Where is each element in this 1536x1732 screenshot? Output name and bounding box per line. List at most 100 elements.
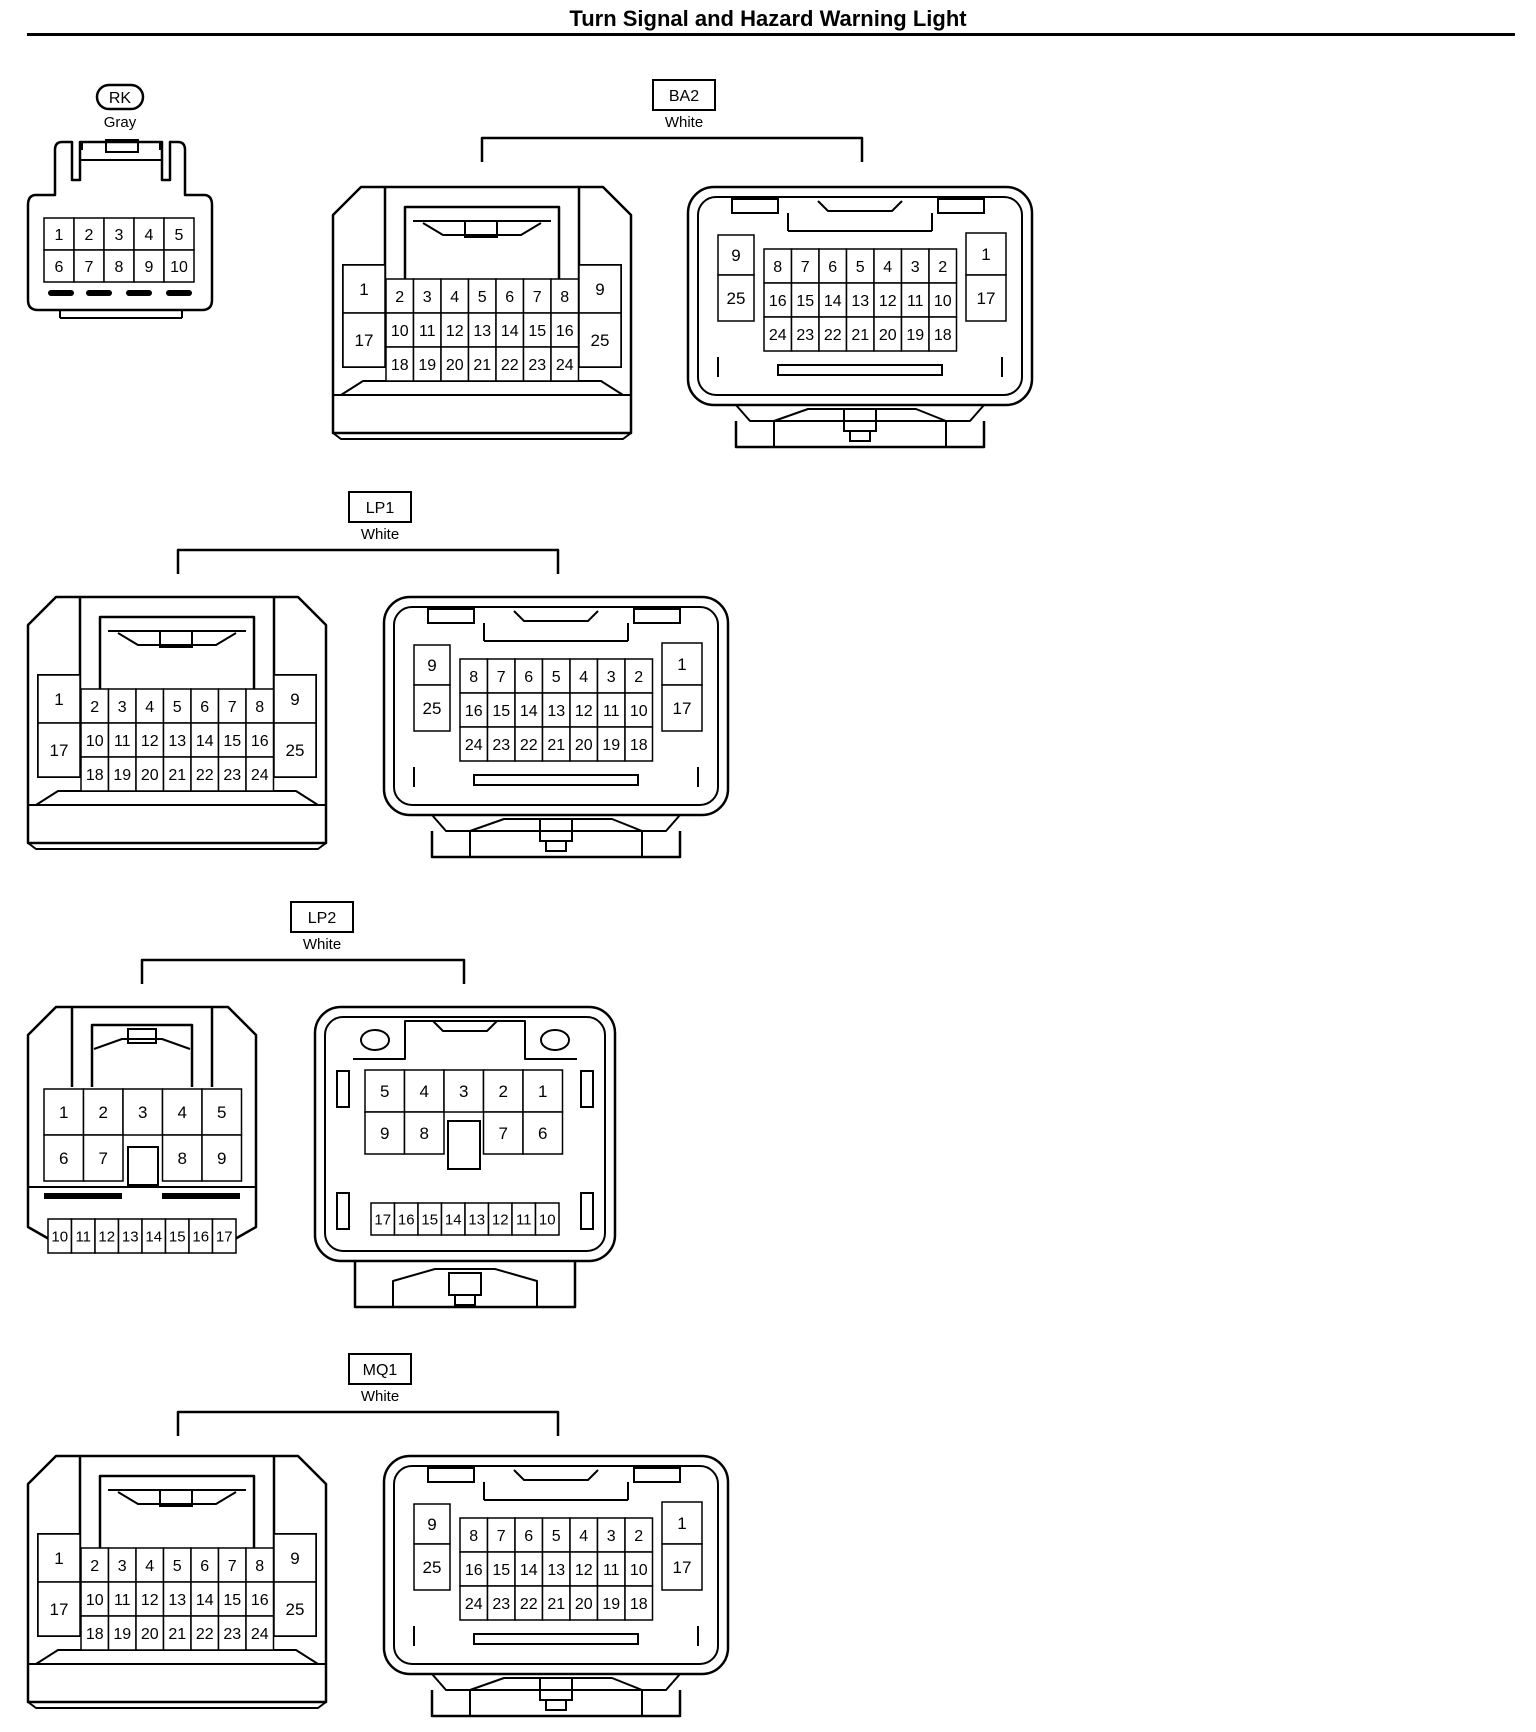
pin-cell: 1 — [43, 1088, 85, 1136]
pin-box — [459, 1551, 489, 1587]
pin-box — [522, 1069, 564, 1113]
pin-number: 1 — [59, 1103, 68, 1122]
pin-number: 16 — [251, 733, 269, 750]
pin-cell: 11 — [900, 282, 930, 318]
pin-cell: 11 — [596, 692, 626, 728]
pin-number: 2 — [938, 259, 947, 276]
pin-number: 12 — [98, 1228, 115, 1245]
pin-number: 4 — [420, 1082, 429, 1101]
latch-foot — [353, 1261, 577, 1309]
latch-foot — [431, 1673, 681, 1691]
latch-tab — [127, 1028, 157, 1044]
pin-number: 15 — [223, 733, 241, 750]
pin-cell: 14 — [818, 282, 848, 318]
housing-inner — [393, 1465, 719, 1665]
pin-box — [73, 249, 105, 283]
pin-number: 14 — [824, 293, 842, 310]
housing-outline — [26, 1005, 258, 1245]
pin-box — [190, 1547, 220, 1583]
pin-cell: 6 — [190, 1547, 220, 1583]
bracket — [176, 548, 560, 574]
pin-cell: 12 — [94, 1218, 120, 1254]
pin-cell: 3 — [107, 688, 137, 724]
pin-cell: 10 — [47, 1218, 73, 1254]
pin-number: 3 — [423, 289, 432, 306]
pin-number: 19 — [418, 357, 436, 374]
pin-number: 13 — [122, 1228, 139, 1245]
pin-number: 21 — [168, 767, 186, 784]
latch-spring — [422, 222, 542, 236]
pin-number: 19 — [113, 767, 131, 784]
pin-cell: 14 — [514, 1551, 544, 1587]
housing-outline — [382, 1454, 730, 1676]
pin-cell: 15 — [522, 312, 552, 348]
pin-number: 24 — [251, 767, 269, 784]
pin-box — [80, 1615, 110, 1651]
pin-box — [403, 1069, 445, 1113]
pin-cell: 3 — [900, 248, 930, 284]
pin-box — [522, 1111, 564, 1155]
pin-number: 25 — [727, 289, 746, 308]
bracket — [176, 1410, 560, 1436]
pin-cell: 13 — [162, 722, 192, 758]
pin-box — [459, 726, 489, 762]
pin-number: 2 — [90, 699, 99, 716]
pin-cell: 16 — [459, 692, 489, 728]
housing-outline — [686, 185, 1034, 407]
latch-tab — [545, 1699, 567, 1711]
pin-box — [135, 1547, 165, 1583]
connector-code: LP1 — [366, 500, 395, 517]
pin-cell: 15 — [217, 722, 247, 758]
pin-box — [624, 1517, 654, 1553]
pin-box — [486, 1585, 516, 1621]
pin-number: 6 — [538, 1124, 547, 1143]
pin-number: 13 — [547, 703, 565, 720]
pin-cell: 9 — [133, 249, 165, 283]
pin-number: 22 — [501, 357, 519, 374]
pin-box — [133, 249, 165, 283]
pin-cell: 5 — [541, 658, 571, 694]
pin-box — [873, 316, 903, 352]
guide-hole — [540, 1029, 570, 1051]
pin-number: 16 — [398, 1211, 415, 1228]
pin-box — [82, 1088, 124, 1136]
pin-number: 4 — [145, 699, 154, 716]
pin-number: 21 — [851, 327, 869, 344]
pin-box — [578, 312, 622, 368]
pin-cell: 8 — [161, 1134, 203, 1182]
housing-inner — [393, 606, 719, 806]
pin-cell: 5 — [163, 217, 195, 251]
side-rib — [336, 1192, 350, 1230]
pin-cell: 7 — [82, 1134, 124, 1182]
pin-cell: 5 — [845, 248, 875, 284]
bottom-rib — [473, 774, 639, 786]
pin-box — [162, 756, 192, 792]
pin-cell: 9 — [201, 1134, 243, 1182]
pin-box — [133, 217, 165, 251]
pin-cell: 17 — [37, 1581, 81, 1637]
pin-box — [495, 346, 525, 382]
pin-cell: 4 — [569, 658, 599, 694]
pin-number: 9 — [731, 246, 740, 265]
pin-number: 3 — [607, 669, 616, 686]
latch-tab — [849, 430, 871, 442]
pin-number: 9 — [145, 259, 154, 276]
pin-cell: 9 — [413, 644, 451, 686]
latch-spring — [117, 1491, 237, 1505]
pin-cell: 22 — [514, 1585, 544, 1621]
pin-box — [342, 264, 386, 314]
housing-outline — [26, 140, 214, 312]
pin-cell: 10 — [928, 282, 958, 318]
pin-box — [624, 692, 654, 728]
pin-number: 17 — [673, 1558, 692, 1577]
pin-box — [596, 1517, 626, 1553]
pin-cell: 7 — [217, 1547, 247, 1583]
pin-cell: 7 — [522, 278, 552, 314]
pin-number: 25 — [286, 741, 305, 760]
connector-code: MQ1 — [363, 1362, 398, 1379]
pin-cell: 8 — [459, 658, 489, 694]
pin-number: 6 — [59, 1149, 68, 1168]
pin-cell: 11 — [107, 1581, 137, 1617]
pin-cell: 21 — [845, 316, 875, 352]
